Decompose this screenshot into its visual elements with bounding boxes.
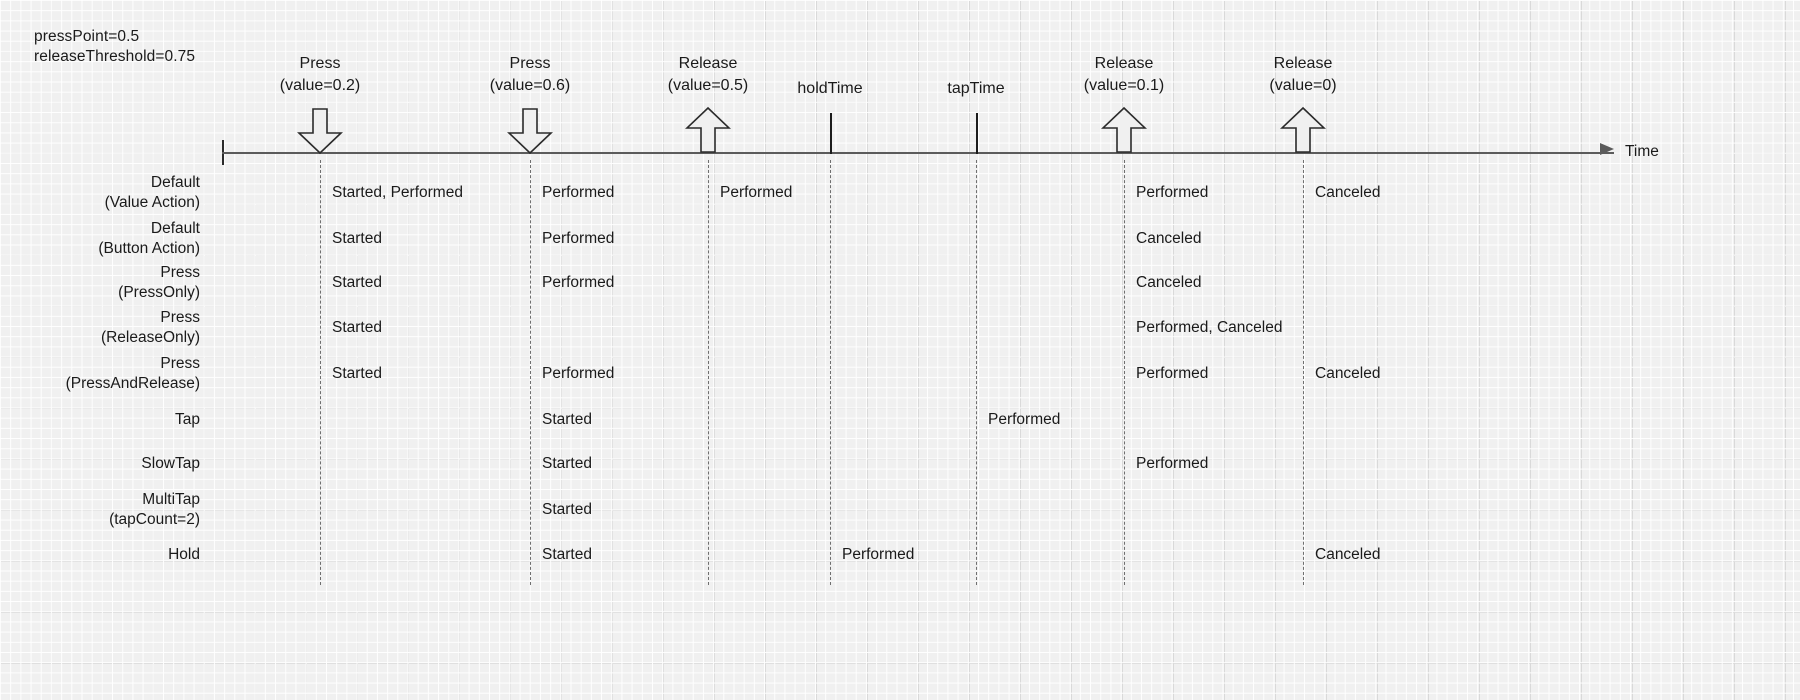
cell-default-button-action-release-01: Canceled [1136,230,1202,247]
cell-slowtap-press-06: Started [542,455,592,472]
cell-default-button-action-press-06: Performed [542,230,615,247]
event-detail: (value=0.1) [1083,77,1165,94]
cell-default-value-action-release-01: Performed [1136,184,1209,201]
row-label-default-button-action: Default (Button Action) [0,219,200,258]
column-guide-taptime [976,160,977,585]
row-label-hold: Hold [0,545,200,565]
cell-press-pressonly-press-02: Started [332,274,382,291]
cell-multitap-press-06: Started [542,501,592,518]
event-name: Press [509,55,551,72]
event-label-release-00: Release (value=0) [1193,53,1413,97]
row-label-line1: Tap [175,411,200,428]
event-label-release-01: Release (value=0.1) [1014,53,1234,97]
cell-slowtap-release-01: Performed [1136,455,1209,472]
row-label-line1: Press [160,264,200,281]
cell-press-pressonly-press-06: Performed [542,274,615,291]
event-label-holdtime: holdTime [720,78,940,100]
time-axis-line [222,152,1614,154]
cell-tap-press-06: Started [542,411,592,428]
tick-marker-taptime [976,113,978,154]
cell-tap-taptime: Performed [988,411,1061,428]
cell-default-value-action-release-05: Performed [720,184,793,201]
event-name: Release [678,55,738,72]
row-label-press-releaseonly: Press (ReleaseOnly) [0,308,200,347]
cell-press-pressandrelease-press-02: Started [332,365,382,382]
event-name: Press [299,55,341,72]
row-label-default-value-action: Default (Value Action) [0,173,200,212]
cell-press-pressandrelease-release-01: Performed [1136,365,1209,382]
release-arrow-up-icon-release-00 [1280,106,1326,153]
release-arrow-up-icon-release-01 [1101,106,1147,153]
column-guide-press-06 [530,160,531,585]
parameter-note-releasethreshold: releaseThreshold=0.75 [34,48,196,65]
press-arrow-down-icon-press-06 [507,108,553,155]
release-arrow-up-icon-release-05 [685,106,731,153]
row-label-press-pressonly: Press (PressOnly) [0,263,200,302]
row-label-line1: Press [160,355,200,372]
event-name: holdTime [797,80,863,97]
column-guide-press-02 [320,160,321,585]
cell-hold-release-00: Canceled [1315,546,1381,563]
cell-press-releaseonly-release-01: Performed, Canceled [1136,319,1283,336]
row-label-line2: (Button Action) [98,239,200,257]
cell-press-pressonly-release-01: Canceled [1136,274,1202,291]
event-name: tapTime [947,80,1005,97]
cell-press-releaseonly-press-02: Started [332,319,382,336]
cell-hold-press-06: Started [542,546,592,563]
cell-press-pressandrelease-press-06: Performed [542,365,615,382]
time-axis-arrowhead [1600,143,1614,155]
event-detail: (value=0.2) [279,77,361,94]
row-label-line1: Default [150,174,200,191]
event-name: Release [1273,55,1333,72]
cell-default-value-action-press-02: Started, Performed [332,184,463,201]
press-arrow-down-icon-press-02 [297,108,343,155]
event-label-release-05: Release (value=0.5) [598,53,818,97]
time-axis-label: Time [1625,143,1659,160]
cell-default-value-action-press-06: Performed [542,184,615,201]
event-label-press-02: Press (value=0.2) [210,53,430,97]
tick-marker-holdtime [830,113,832,154]
column-guide-holdtime [830,160,831,585]
cell-hold-holdtime: Performed [842,546,915,563]
row-label-line2: (Value Action) [104,193,200,211]
row-label-line1: MultiTap [142,491,200,508]
row-label-line2: (ReleaseOnly) [100,328,200,346]
event-label-press-06: Press (value=0.6) [420,53,640,97]
row-label-line1: Default [150,220,200,237]
parameter-note-presspoint: pressPoint=0.5 [34,28,140,45]
event-detail: (value=0) [1269,77,1337,94]
column-guide-release-01 [1124,160,1125,585]
column-guide-release-05 [708,160,709,585]
row-label-line1: SlowTap [141,455,200,472]
cell-default-value-action-release-00: Canceled [1315,184,1381,201]
event-label-taptime: tapTime [866,78,1086,100]
row-label-line1: Hold [168,546,200,563]
row-label-line2: (tapCount=2) [109,510,200,528]
row-label-press-pressandrelease: Press (PressAndRelease) [0,354,200,393]
event-detail: (value=0.6) [489,77,571,94]
event-detail: (value=0.5) [667,77,749,94]
row-label-multitap: MultiTap (tapCount=2) [0,490,200,529]
row-label-line2: (PressAndRelease) [65,374,200,392]
row-label-line1: Press [160,309,200,326]
row-label-slowtap: SlowTap [0,454,200,474]
row-label-line2: (PressOnly) [118,283,200,301]
column-guide-release-00 [1303,160,1304,585]
cell-default-button-action-press-02: Started [332,230,382,247]
row-label-tap: Tap [0,410,200,430]
cell-press-pressandrelease-release-00: Canceled [1315,365,1381,382]
event-name: Release [1094,55,1154,72]
